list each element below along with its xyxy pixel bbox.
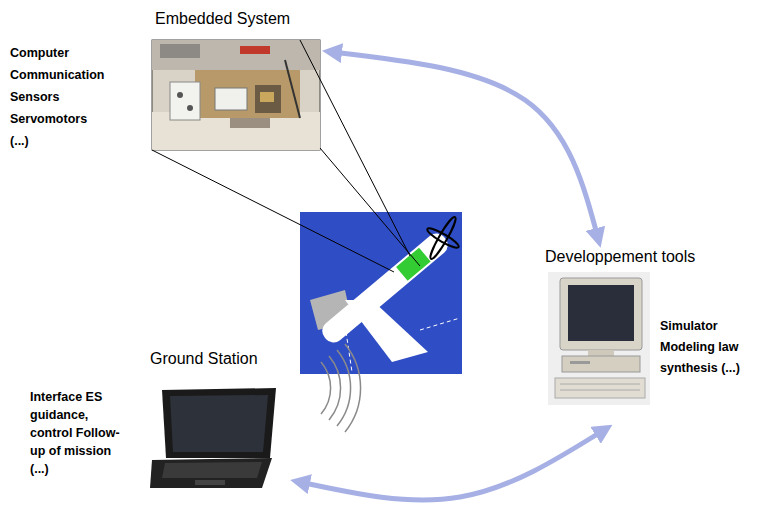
system-block: Developpement toolsSimulator Modeling la… (538, 246, 770, 408)
aircraft-illustration (300, 212, 462, 374)
block-heading: Ground Station (150, 350, 258, 368)
block-description: Interface ES guidance, control Follow-up… (30, 388, 126, 478)
leader-line (152, 40, 420, 272)
block-description: Computer Communication Sensors Servomoto… (10, 42, 106, 152)
block-heading: Embedded System (155, 10, 290, 28)
double-arrow (300, 430, 604, 500)
double-arrow (332, 52, 598, 238)
embedded-photo (152, 40, 320, 150)
radio-waves (321, 344, 361, 432)
block-description: Simulator Modeling law synthesis (...) (660, 316, 760, 379)
block-heading: Developpement tools (545, 248, 695, 266)
system-block: Ground StationInterface ES guidance, con… (24, 346, 280, 492)
system-block: Embedded SystemComputer Communication Se… (8, 6, 324, 154)
computer-photo (548, 272, 650, 405)
laptop-illustration (150, 388, 276, 488)
